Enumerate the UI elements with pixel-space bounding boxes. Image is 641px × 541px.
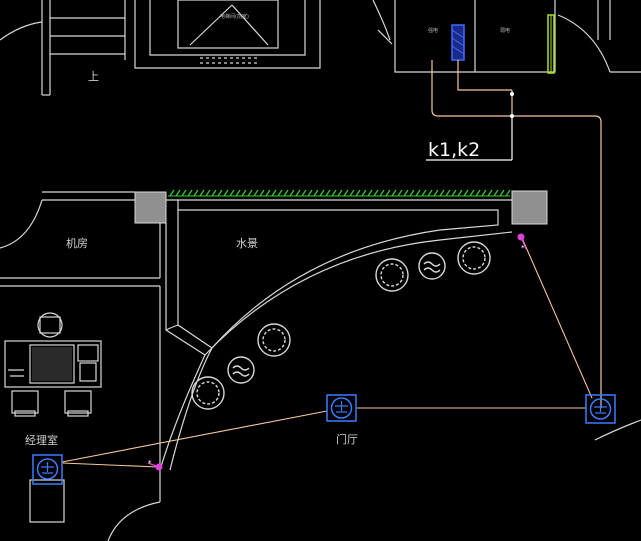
machine-room-walls [0,191,161,470]
annotation-leader [426,116,513,161]
wall-switch-icon: * [517,233,527,252]
manager-office-label: 经理室 [25,433,58,447]
machine-room-label: 机房 [66,236,88,250]
glass-wall [168,189,511,197]
planter-icon [191,376,225,410]
elevator-hall-label: 电梯间(前室) [220,13,249,20]
ceiling-light-icon [326,394,357,422]
stair-area [0,0,126,96]
elevator-hall [134,0,321,69]
water-feature-walls [159,199,513,471]
room-right-label: 弱电 [500,27,510,34]
cable-duct [451,24,465,61]
lobby-walls [29,419,641,541]
lighting-wiring [61,237,593,468]
ceiling-light-icon [32,454,63,485]
svg-text:*: * [521,244,525,252]
structural-column [134,191,167,224]
ceiling-light-icon [585,394,616,424]
wire-junction [510,92,514,96]
feeder-wiring [431,60,602,408]
wall-switch-icon: * [147,459,163,471]
planter-icon [375,258,409,292]
svg-text:*: * [148,459,152,467]
chair-icon [11,390,39,417]
chair-icon [37,312,63,338]
planter-icon [418,252,446,280]
structural-column [511,190,548,225]
stair-up-label: 上 [88,70,99,83]
water-feature-label: 水景 [236,237,258,250]
chair-icon [64,390,92,417]
office-desk [4,340,102,388]
electrical-rooms [372,0,641,73]
planter-icon [457,241,491,275]
room-left-label: 强电 [428,27,438,34]
planter-icon [227,356,255,384]
planter-icon [257,323,291,357]
lobby-label: 门厅 [336,432,358,446]
distribution-panel [547,14,555,74]
circuit-annotation: k1,k2 [428,139,480,161]
